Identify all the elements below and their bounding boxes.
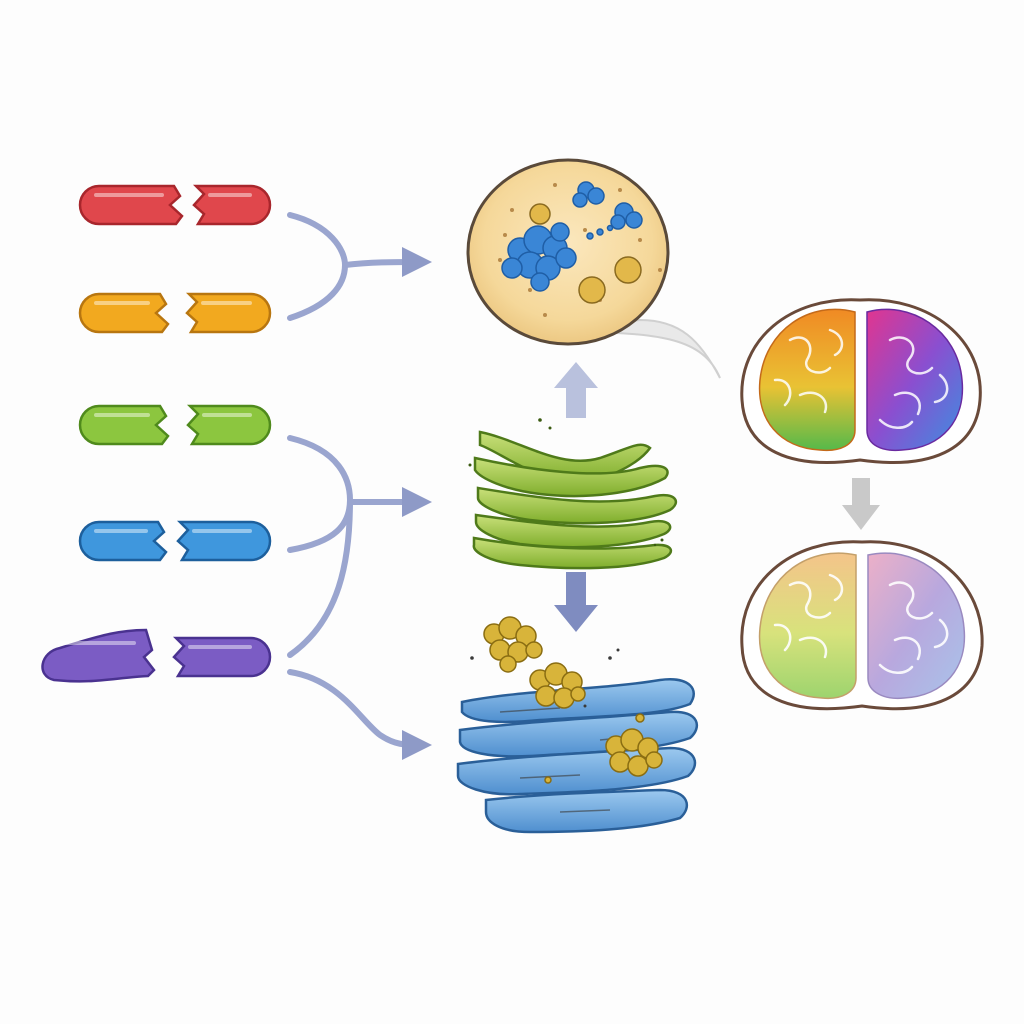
green-fragment-right — [186, 404, 272, 446]
purple-fragment — [41, 628, 272, 683]
arrow-down-to-faded-brain — [842, 478, 880, 530]
golgi-green-icon — [468, 418, 678, 570]
cell-vesicle-icon — [466, 158, 721, 379]
purple-fragment-right — [172, 636, 272, 678]
endoplasmic-reticulum-icon — [456, 678, 699, 834]
debris-dots — [470, 648, 620, 708]
orange-fragment-right — [185, 292, 272, 334]
protein-fragments — [41, 184, 272, 683]
protein-aggregates — [483, 616, 663, 784]
arrow-to-er — [287, 669, 432, 760]
orange-fragment — [78, 292, 272, 334]
brain-colorful-icon — [740, 298, 982, 464]
red-fragment — [78, 184, 272, 226]
blue-protein-cluster — [501, 181, 643, 292]
bracket-top — [287, 212, 349, 321]
arrow-down-to-er — [554, 572, 598, 632]
arrow-to-cell — [342, 247, 432, 278]
bracket-long — [287, 497, 353, 658]
brain-faded-icon — [740, 540, 984, 711]
connector-arrows — [287, 212, 432, 760]
red-fragment-left — [78, 184, 184, 226]
red-fragment-right — [192, 184, 272, 226]
orange-fragment-left — [78, 292, 170, 334]
cell-dots — [498, 183, 662, 317]
arrow-up-to-cell — [554, 362, 598, 418]
gold-granules — [529, 203, 642, 304]
purple-fragment-left — [41, 628, 156, 683]
blue-fragment-right — [176, 520, 272, 562]
green-fragment-left — [78, 404, 170, 446]
green-fragment — [78, 404, 272, 446]
blue-fragment — [78, 520, 272, 562]
bracket-middle — [287, 435, 354, 553]
blue-fragment-left — [78, 520, 168, 562]
